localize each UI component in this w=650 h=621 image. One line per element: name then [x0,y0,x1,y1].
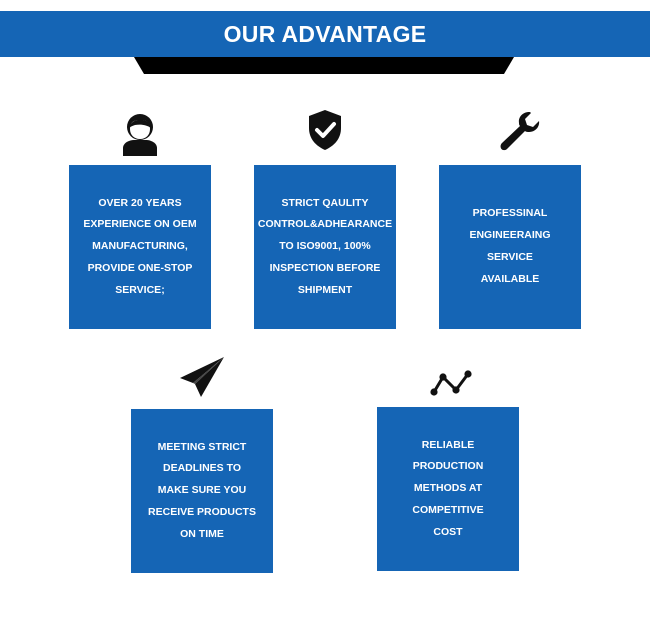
advantage-text: PROFESSINAL ENGINEERAING SERVICE AVAILAB… [469,207,551,285]
advantage-text: RELIABLE PRODUCTION METHODS AT COMPETITI… [412,438,484,538]
advantage-text: MEETING STRICT DEADLINES TO MAKE SURE YO… [148,440,256,540]
line-chart-icon [430,370,472,396]
person-icon [123,114,157,156]
advantage-text: STRICT QAULITY CONTROL&ADHEARANCE TO ISO… [257,196,393,296]
advantage-card-quality: STRICT QAULITY CONTROL&ADHEARANCE TO ISO… [254,165,396,329]
header-banner: OUR ADVANTAGE [0,11,650,57]
page-title: OUR ADVANTAGE [223,20,427,47]
advantage-text: OVER 20 YEARS EXPERIENCE ON OEM MANUFACT… [83,196,197,296]
advantage-card-engineering: PROFESSINAL ENGINEERAING SERVICE AVAILAB… [439,165,581,329]
advantage-card-deadlines: MEETING STRICT DEADLINES TO MAKE SURE YO… [131,409,273,573]
banner-decoration [134,57,514,74]
wrench-icon [500,112,540,151]
advantage-card-production: RELIABLE PRODUCTION METHODS AT COMPETITI… [377,407,519,571]
advantage-card-experience: OVER 20 YEARS EXPERIENCE ON OEM MANUFACT… [69,165,211,329]
paper-plane-icon [180,357,224,397]
shield-check-icon [309,110,341,150]
